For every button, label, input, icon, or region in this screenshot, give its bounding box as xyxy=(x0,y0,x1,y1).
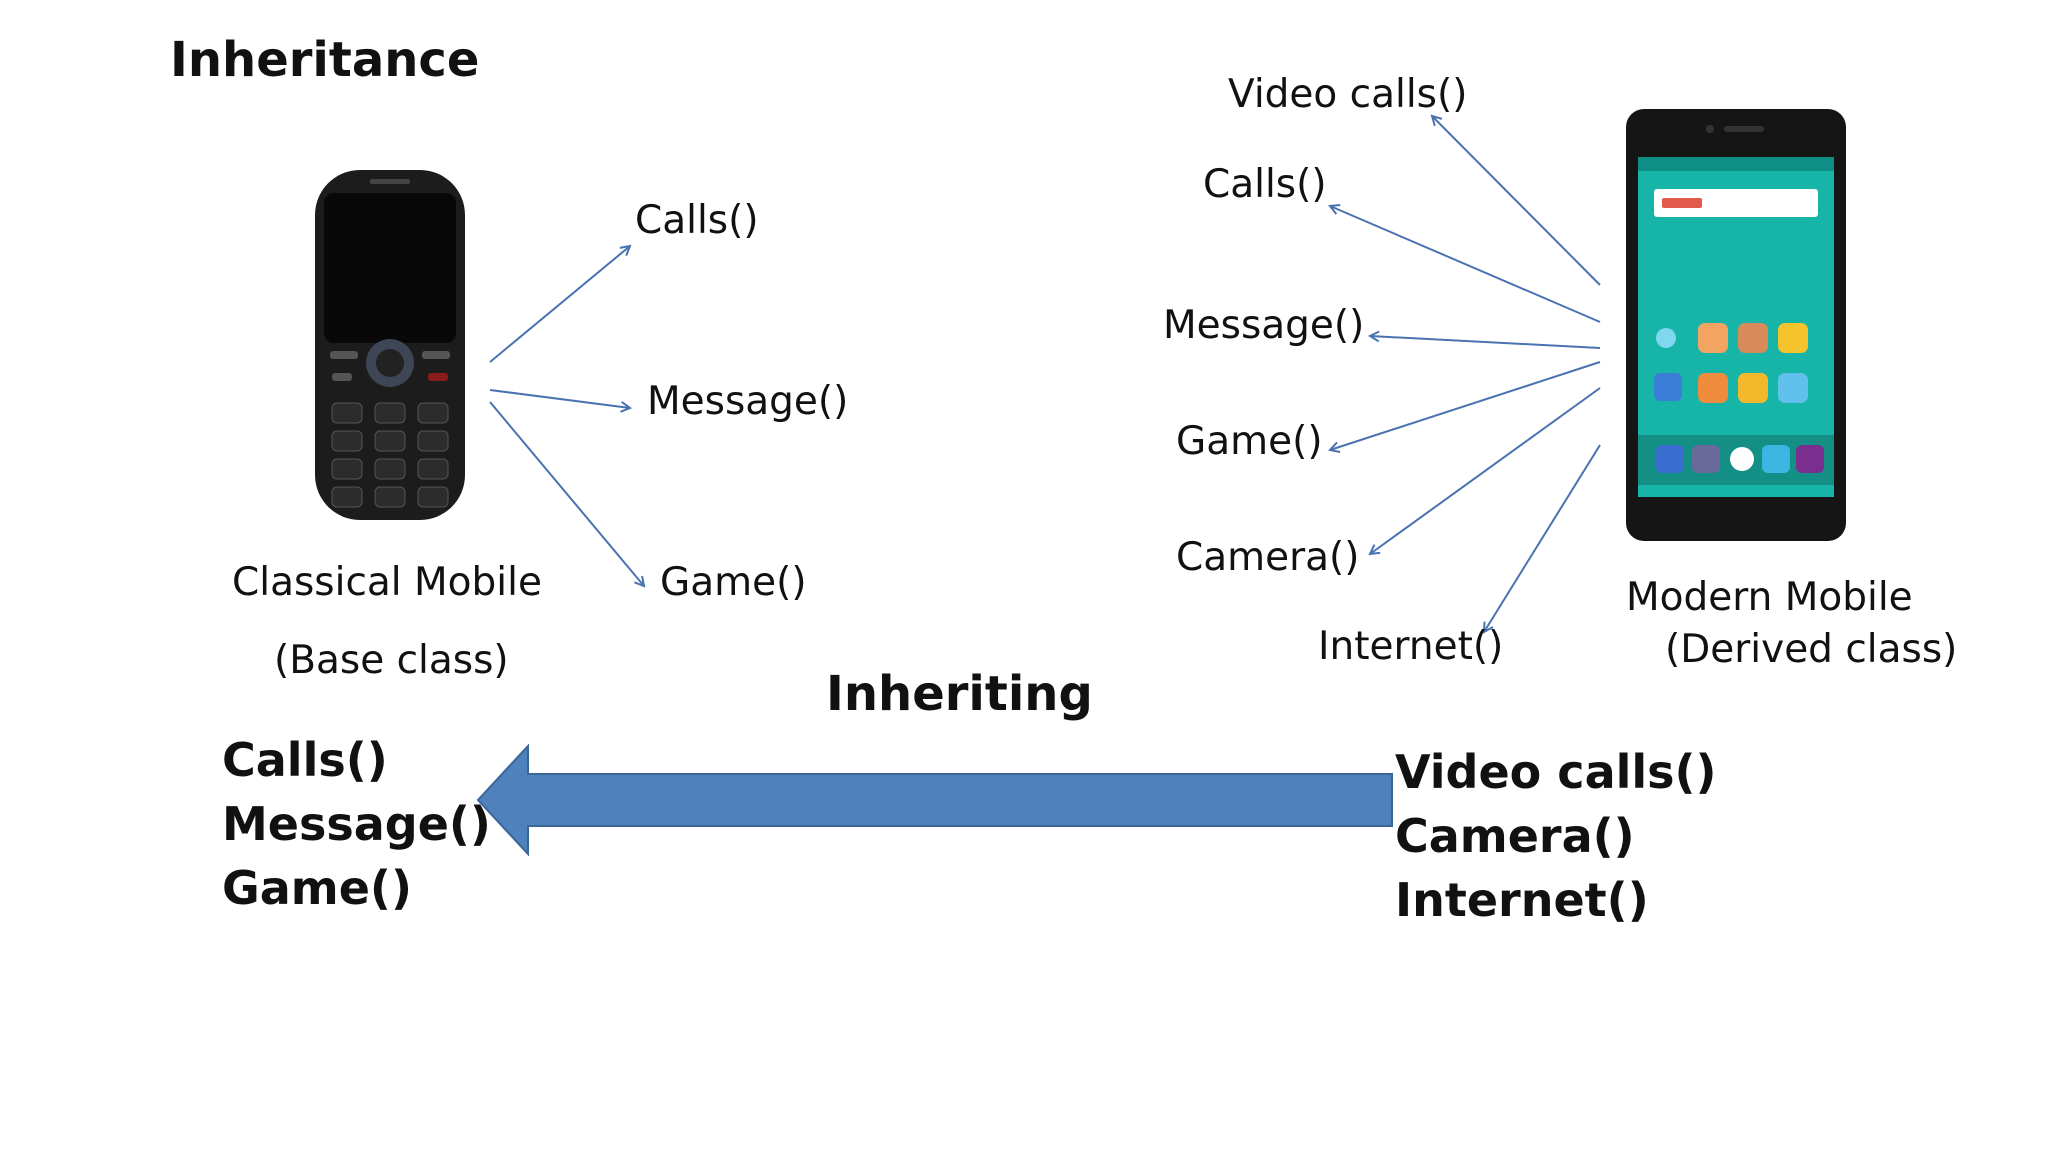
added-method-video-calls: Video calls() xyxy=(1395,745,1717,799)
inheriting-label: Inheriting xyxy=(826,666,1093,722)
derived-class-role: (Derived class) xyxy=(1665,627,1958,672)
derived-connector-internet xyxy=(1484,444,1601,632)
base-connector-game xyxy=(489,401,644,586)
base-connector-message xyxy=(489,389,630,408)
base-method-message: Message() xyxy=(647,379,849,424)
derived-class-name: Modern Mobile xyxy=(1626,575,1913,620)
derived-connector-camera xyxy=(1370,387,1601,554)
derived-method-game: Game() xyxy=(1176,419,1323,464)
derived-connector-video-calls xyxy=(1432,116,1601,286)
added-method-camera: Camera() xyxy=(1395,809,1635,863)
base-connector-calls xyxy=(489,246,630,363)
diagram-title: Inheritance xyxy=(170,32,480,88)
derived-method-calls: Calls() xyxy=(1203,162,1327,207)
inherited-methods-list: Calls() Message() Game() xyxy=(222,728,491,920)
derived-method-message: Message() xyxy=(1163,303,1365,348)
base-method-game: Game() xyxy=(660,560,807,605)
derived-connector-message xyxy=(1370,336,1601,349)
modern-mobile-image xyxy=(1626,109,1846,541)
derived-method-internet: Internet() xyxy=(1318,624,1504,669)
derived-connector-game xyxy=(1330,361,1601,450)
classical-mobile-image xyxy=(315,170,465,520)
base-method-calls: Calls() xyxy=(635,198,759,243)
inheriting-arrow xyxy=(476,743,1393,857)
inherited-method-calls: Calls() xyxy=(222,733,388,787)
added-methods-list: Video calls() Camera() Internet() xyxy=(1395,740,1717,932)
derived-method-camera: Camera() xyxy=(1176,535,1360,580)
base-class-role: (Base class) xyxy=(274,638,509,683)
derived-method-video-calls: Video calls() xyxy=(1228,72,1468,117)
added-method-internet: Internet() xyxy=(1395,873,1649,927)
inherited-method-game: Game() xyxy=(222,861,412,915)
base-class-name: Classical Mobile xyxy=(232,560,542,605)
inherited-method-message: Message() xyxy=(222,797,491,851)
derived-connector-calls xyxy=(1330,206,1601,323)
